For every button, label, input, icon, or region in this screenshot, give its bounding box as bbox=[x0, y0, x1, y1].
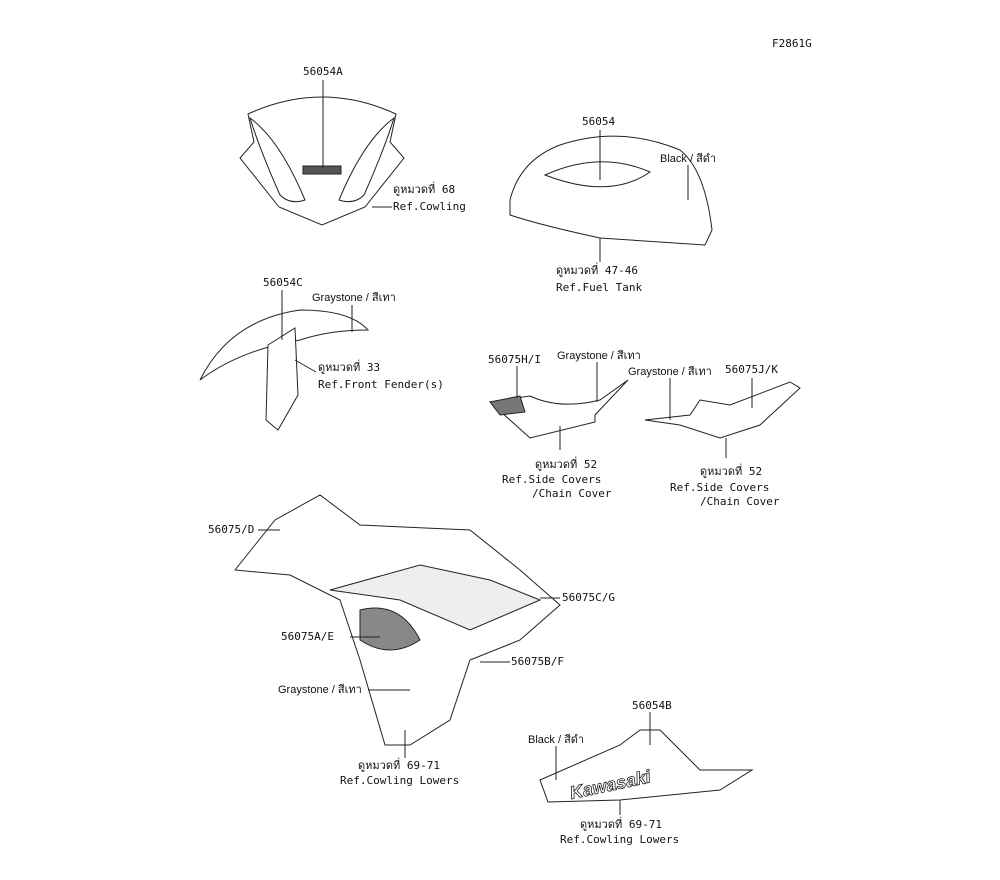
color-label: Black / สีดำ bbox=[660, 153, 717, 165]
ref-label-th: ดูหมวดที่ 33 bbox=[318, 361, 381, 374]
part-label[interactable]: 56075A/E bbox=[281, 630, 334, 643]
part-label[interactable]: 56054C bbox=[263, 276, 303, 289]
ref-label-th: ดูหมวดที่ 68 bbox=[393, 183, 456, 196]
figure-code: F2861G bbox=[772, 37, 812, 50]
ref-label-th: ดูหมวดที่ 47-46 bbox=[556, 264, 638, 277]
part-label[interactable]: 56075/D bbox=[208, 523, 255, 536]
part-label[interactable]: 56054 bbox=[582, 115, 616, 128]
ref-label-th: ดูหมวดที่ 52 bbox=[535, 458, 598, 471]
ref-link[interactable]: /Chain Cover bbox=[700, 495, 780, 508]
ref-link[interactable]: Ref.Side Covers bbox=[670, 481, 770, 494]
color-label: Black / สีดำ bbox=[528, 734, 585, 746]
part-label[interactable]: 56075H/I bbox=[488, 353, 541, 366]
ref-link[interactable]: Ref.Cowling Lowers bbox=[560, 833, 680, 846]
color-label: Graystone / สีเทา bbox=[312, 292, 396, 304]
ref-label-th: ดูหมวดที่ 52 bbox=[700, 465, 763, 478]
color-label: Graystone / สีเทา bbox=[557, 350, 641, 362]
front-fender-drawing bbox=[199, 290, 370, 431]
part-label[interactable]: 56054B bbox=[632, 699, 672, 712]
side-cover-hi-drawing bbox=[488, 362, 629, 450]
part-label[interactable]: 56054A bbox=[303, 65, 343, 78]
cowling-lower-drawing: Kawasaki bbox=[539, 712, 754, 815]
ref-link[interactable]: Ref.Cowling bbox=[393, 200, 466, 213]
color-label: Graystone / สีเทา bbox=[278, 684, 362, 696]
ref-link[interactable]: Ref.Cowling Lowers bbox=[340, 774, 460, 787]
fuel-tank-drawing bbox=[509, 130, 713, 262]
cowling-drawing bbox=[234, 494, 561, 758]
ref-label-th: ดูหมวดที่ 69-71 bbox=[358, 759, 440, 772]
part-label[interactable]: 56075C/G bbox=[562, 591, 615, 604]
ref-label-th: ดูหมวดที่ 69-71 bbox=[580, 818, 662, 831]
color-label: Graystone / สีเทา bbox=[628, 366, 712, 378]
part-label[interactable]: 56075J/K bbox=[725, 363, 778, 376]
part-label[interactable]: 56075B/F bbox=[511, 655, 564, 668]
side-cover-jk-drawing bbox=[644, 378, 801, 458]
windshield-drawing bbox=[239, 80, 405, 226]
ref-link[interactable]: Ref.Side Covers bbox=[502, 473, 602, 486]
ref-link[interactable]: Ref.Front Fender(s) bbox=[318, 378, 444, 391]
ref-link[interactable]: Ref.Fuel Tank bbox=[556, 281, 643, 294]
ref-link[interactable]: /Chain Cover bbox=[532, 487, 612, 500]
